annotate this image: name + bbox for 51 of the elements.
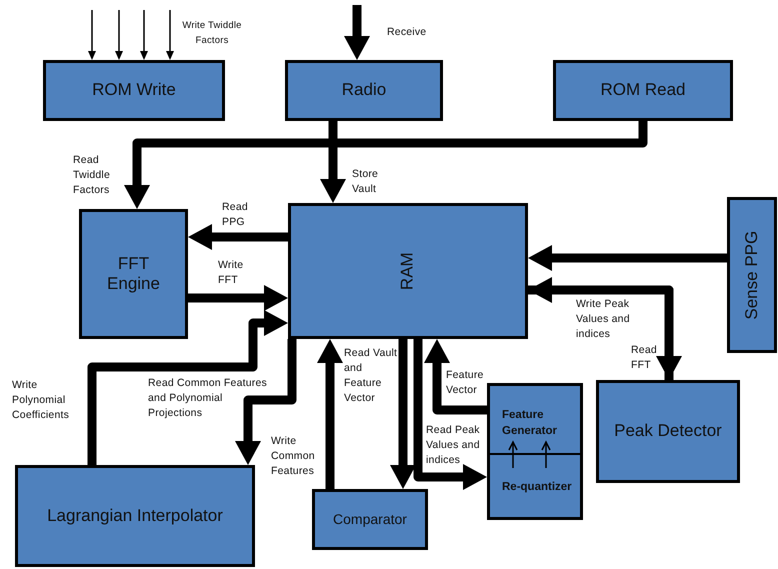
arrow (424, 339, 487, 414)
process-box (553, 60, 733, 121)
arrow (317, 339, 343, 489)
edge-label: Read FFT (631, 343, 658, 373)
arrow (166, 10, 174, 60)
arrow (124, 121, 648, 209)
arrow (88, 310, 288, 465)
arrow (188, 224, 288, 250)
edge-label: Write Polynomial Coefficients (12, 378, 70, 423)
process-box (312, 489, 428, 550)
box-label: Radio (342, 80, 386, 101)
arrow (344, 5, 370, 60)
edge-label: Read PPG (222, 200, 249, 230)
arrow (390, 339, 416, 489)
box-label: Comparator (333, 511, 407, 528)
box-label: ROM Read (600, 80, 686, 101)
process-box (43, 60, 225, 121)
edge-label: Read Peak Values and indices (426, 423, 481, 468)
edge-label: Feature Vector (446, 368, 485, 398)
box-label: Lagrangian Interpolator (47, 506, 223, 526)
process-box (79, 209, 188, 339)
process-box (285, 60, 443, 121)
box-label: Peak Detector (614, 421, 722, 442)
process-box (727, 197, 777, 353)
edge-label: Read Common Features and Polynomial Projections (148, 376, 268, 421)
box-label: Sense PPG (742, 230, 762, 320)
arrow (88, 10, 96, 60)
edge-label: Write Peak Values and indices (576, 297, 631, 342)
arrow (188, 285, 288, 311)
arrow (414, 339, 487, 490)
edge-label: Read Twiddle Factors (73, 153, 112, 198)
arrow (528, 245, 727, 271)
edge-label: Receive (387, 25, 428, 40)
edge-label: Store Vault (352, 167, 380, 197)
edge-label: Write Twiddle Factors (181, 19, 243, 48)
box-text: Re-quantizer (502, 480, 573, 495)
box-text: Feature Generator (502, 408, 558, 439)
edge-label: Write FFT (218, 258, 244, 288)
process-box (487, 383, 583, 520)
arrow (235, 339, 296, 465)
arrow (320, 121, 346, 203)
box-label: ROM Write (92, 80, 176, 101)
process-box (15, 465, 255, 567)
box-label: FFT Engine (106, 254, 161, 294)
arrow (140, 10, 148, 60)
box-label: RAM (398, 252, 418, 290)
edge-label: Write Common Features (271, 434, 316, 479)
arrow (115, 10, 123, 60)
process-box (596, 380, 740, 483)
edge-label: Read Vault and Feature Vector (344, 346, 398, 406)
process-box (288, 203, 528, 339)
